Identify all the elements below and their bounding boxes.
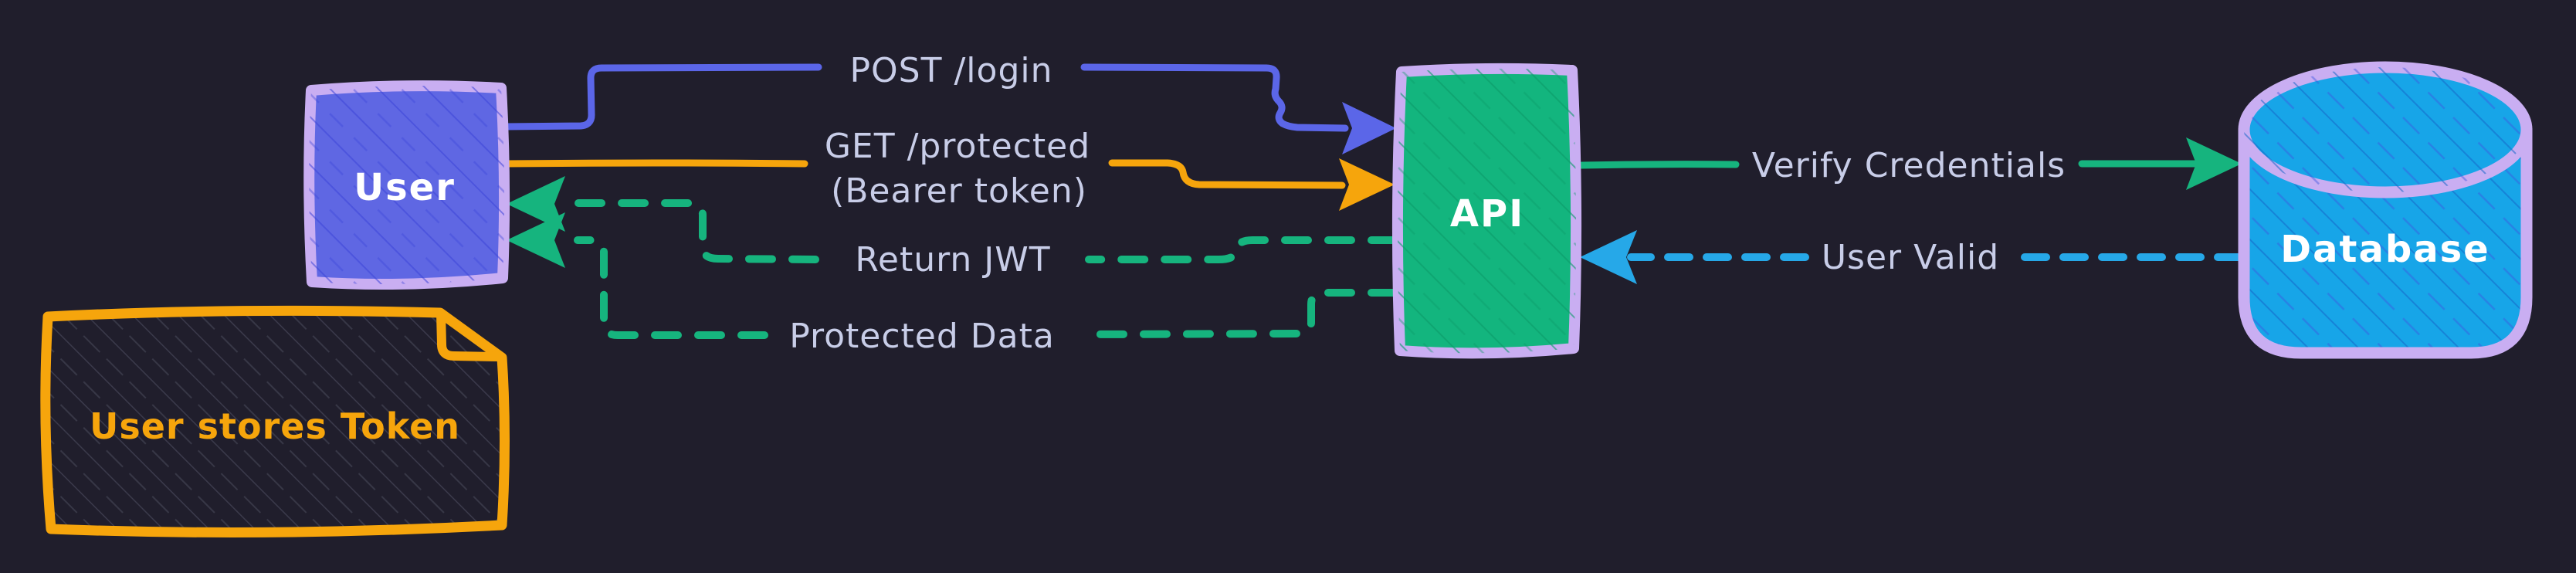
edge-return-jwt[interactable]: Return JWT bbox=[507, 176, 1398, 280]
return-jwt-arrowhead-icon bbox=[507, 176, 565, 232]
node-api[interactable]: API bbox=[1391, 63, 1582, 359]
api-box-hatch bbox=[1397, 68, 1577, 354]
database-label: Database bbox=[2280, 228, 2490, 271]
verify-credentials-arrowhead-icon bbox=[2186, 137, 2242, 190]
get-protected-line-left bbox=[501, 159, 808, 168]
edge-get-protected[interactable]: GET /protected (Bearer token) bbox=[501, 127, 1395, 211]
protected-data-line-left bbox=[574, 236, 768, 339]
get-protected-label: GET /protected bbox=[825, 127, 1090, 166]
note-body bbox=[45, 310, 505, 533]
user-valid-label: User Valid bbox=[1822, 238, 1999, 277]
edge-verify-credentials[interactable]: Verify Credentials bbox=[1578, 137, 2242, 190]
get-protected-line-right bbox=[1108, 159, 1346, 189]
return-jwt-line-left bbox=[574, 199, 819, 263]
return-jwt-label: Return JWT bbox=[855, 240, 1050, 280]
user-box-hatch bbox=[309, 86, 505, 285]
node-database[interactable]: Database bbox=[2238, 61, 2533, 359]
protected-data-label: Protected Data bbox=[789, 317, 1055, 356]
edge-protected-data[interactable]: Protected Data bbox=[507, 212, 1398, 356]
note-label: User stores Token bbox=[90, 405, 460, 447]
note-outline bbox=[40, 305, 510, 537]
note-user-stores-token[interactable]: User stores Token bbox=[40, 305, 510, 537]
get-protected-sublabel: (Bearer token) bbox=[831, 171, 1087, 211]
edge-post-login[interactable]: POST /login bbox=[501, 51, 1396, 154]
user-valid-arrowhead-icon bbox=[1580, 230, 1637, 284]
database-body-outline bbox=[2238, 124, 2533, 359]
node-user[interactable]: User bbox=[303, 80, 510, 290]
return-jwt-line-right bbox=[1085, 236, 1398, 263]
user-label: User bbox=[354, 166, 456, 209]
post-login-arrowhead-icon bbox=[1342, 102, 1396, 154]
post-login-label: POST /login bbox=[850, 51, 1053, 90]
database-top-ellipse-hatch bbox=[2244, 67, 2527, 192]
edge-user-valid[interactable]: User Valid bbox=[1580, 230, 2243, 284]
protected-data-arrowhead-icon bbox=[507, 212, 565, 268]
post-login-line-right bbox=[1080, 63, 1349, 132]
post-login-line-left bbox=[501, 63, 822, 131]
api-label: API bbox=[1450, 192, 1524, 236]
protected-data-line-right bbox=[1080, 289, 1398, 338]
verify-credentials-label: Verify Credentials bbox=[1752, 146, 2066, 185]
get-protected-arrowhead-icon bbox=[1339, 158, 1395, 211]
verify-credentials-line-left bbox=[1578, 161, 1740, 169]
note-fold-corner bbox=[436, 309, 503, 361]
